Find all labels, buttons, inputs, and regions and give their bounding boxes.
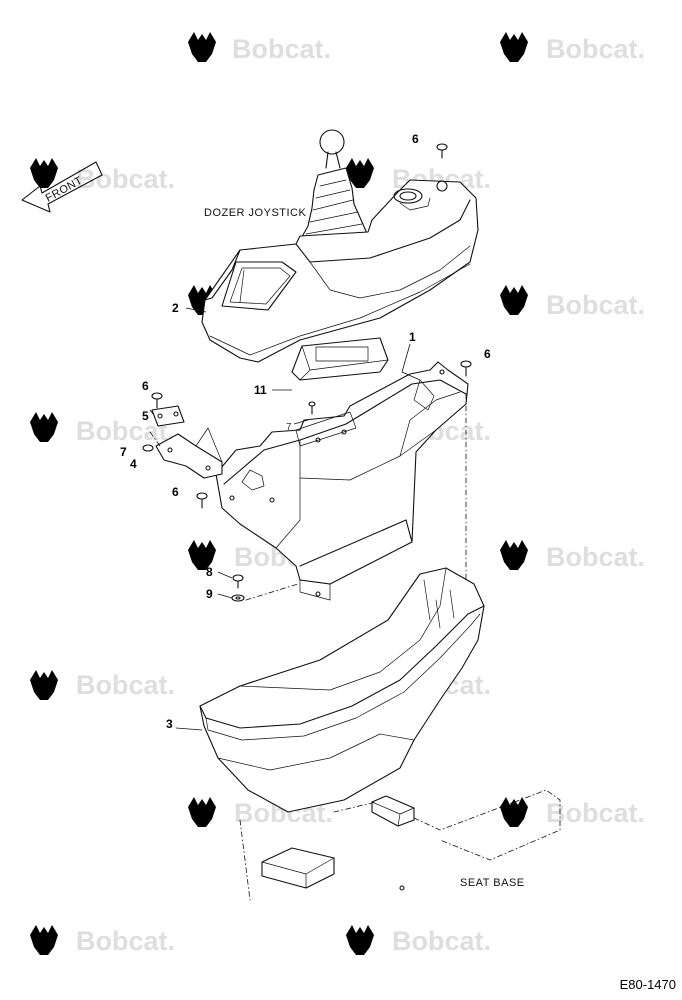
seat-base-label: SEAT BASE	[460, 877, 525, 889]
watermark-text: Bobcat.	[546, 290, 645, 320]
callout-7-upper: 7	[286, 422, 292, 433]
bobcat-logo-watermark	[500, 285, 528, 315]
bobcat-logo-watermark	[346, 925, 374, 955]
callout-8: 8	[206, 565, 213, 579]
upper-console-cover	[201, 129, 479, 363]
bobcat-logo-watermark	[30, 670, 58, 700]
bobcat-logo-watermark	[500, 797, 528, 827]
watermark-text: Bobcat.	[76, 926, 175, 956]
dozer-joystick-label: DOZER JOYSTICK	[204, 207, 307, 219]
callout-6-lower: 6	[172, 485, 179, 499]
callout-3: 3	[166, 717, 173, 731]
bobcat-logo-watermark	[30, 158, 58, 188]
callout-11: 11	[254, 383, 267, 397]
callout-2: 2	[172, 301, 179, 315]
bobcat-logo-watermark	[188, 32, 216, 62]
watermark-text: Bobcat.	[546, 798, 645, 828]
callouts: 6 2 1 6 11 6 5 7 7 4 6 8 9 3	[120, 132, 491, 731]
callout-6-left: 6	[142, 379, 149, 393]
callout-1: 1	[409, 330, 416, 344]
callout-7: 7	[120, 445, 127, 459]
left-small-brackets	[142, 405, 223, 479]
bobcat-logo-watermark	[30, 412, 58, 442]
drawing-number: E80-1470	[619, 977, 676, 992]
callout-9: 9	[206, 587, 213, 601]
switch-module	[291, 337, 389, 381]
callout-5: 5	[142, 409, 149, 423]
console-bracket	[215, 361, 469, 601]
watermark-text: Bobcat.	[232, 34, 331, 64]
callout-6-right: 6	[484, 347, 491, 361]
watermark-text: Bobcat.	[76, 670, 175, 700]
fasteners	[151, 143, 472, 602]
leader-lines	[149, 307, 421, 731]
callout-6-top: 6	[412, 132, 419, 146]
seat-base-outline	[239, 789, 561, 901]
watermark-text: Bobcat.	[546, 34, 645, 64]
bobcat-logo-watermark	[500, 32, 528, 62]
bobcat-logo-watermark	[188, 797, 216, 827]
watermark-text: Bobcat.	[392, 926, 491, 956]
bobcat-logo-watermark	[30, 925, 58, 955]
callout-4: 4	[130, 457, 137, 471]
watermark-text: Bobcat.	[76, 164, 175, 194]
lower-console-tub	[199, 567, 485, 813]
bobcat-logo-watermark	[500, 540, 528, 570]
watermark-text: Bobcat.	[546, 542, 645, 572]
